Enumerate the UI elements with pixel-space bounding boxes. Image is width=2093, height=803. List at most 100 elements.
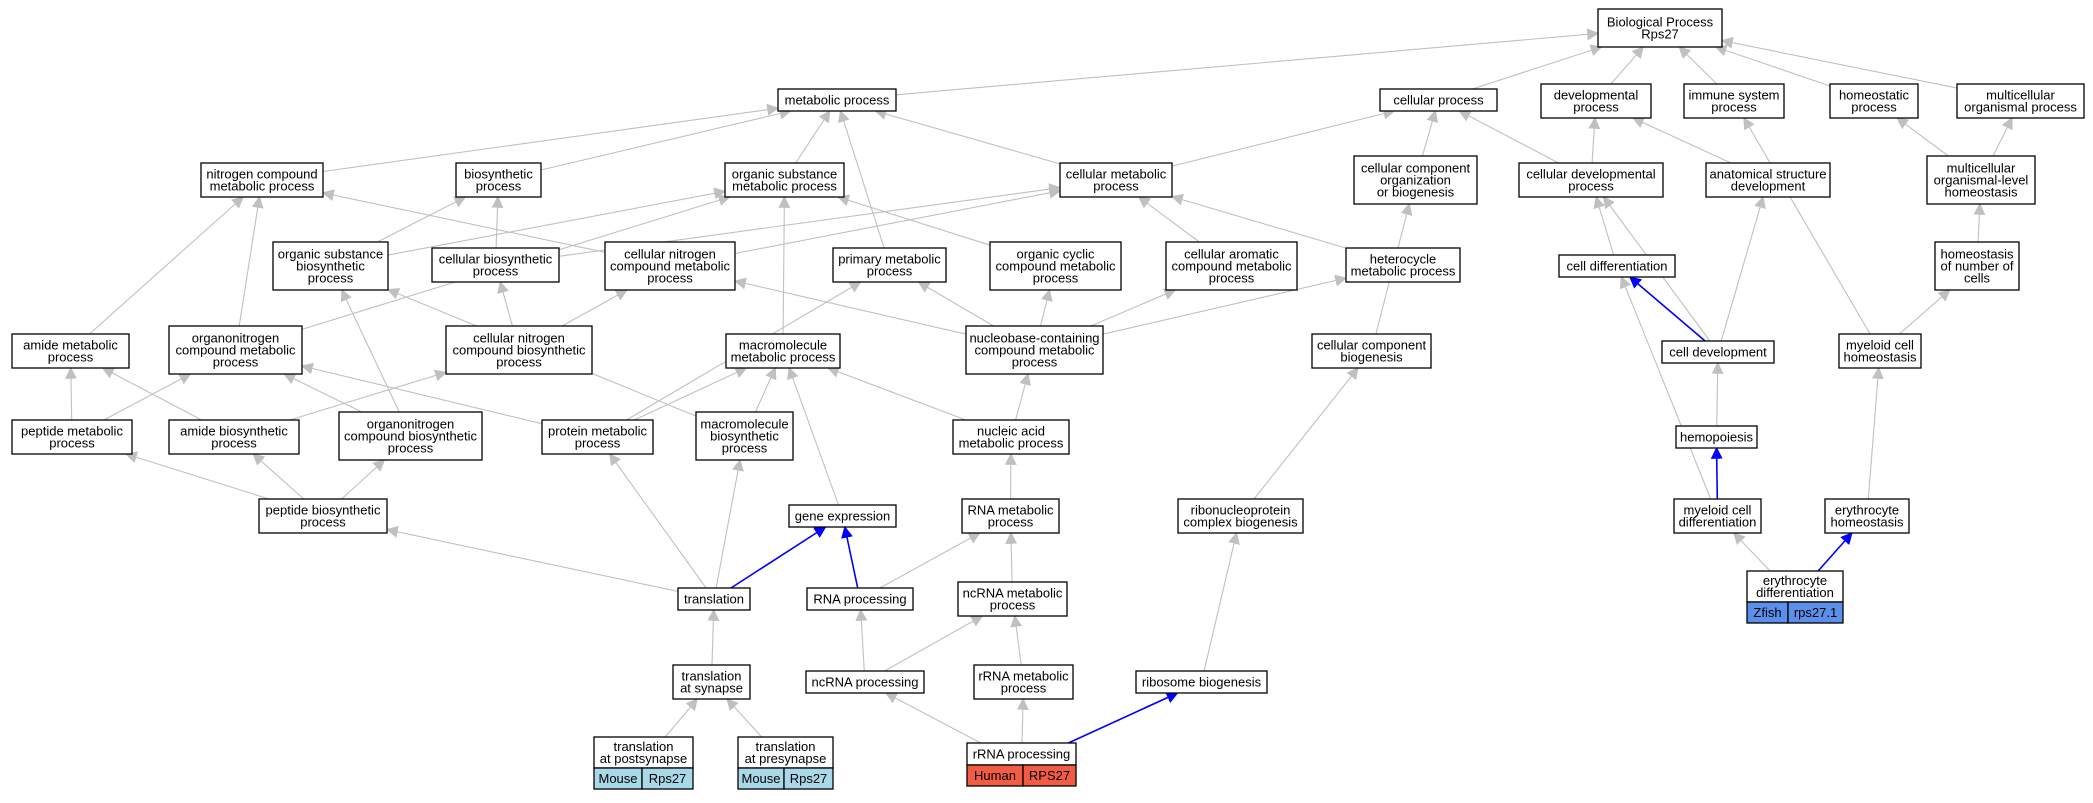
node-box: [200, 162, 324, 198]
node-label-line: or biogenesis: [1377, 185, 1455, 200]
edge-ncrna_metab-to-rna_metab: [1005, 531, 1018, 583]
edge-peptide_metab-to-amide_metab: [64, 366, 77, 421]
node-translation[interactable]: translation: [677, 587, 751, 611]
node-box: [1540, 83, 1652, 119]
node-box: [1345, 247, 1461, 283]
node-label-line: multicellular: [1986, 88, 2055, 103]
edge-multi_homeo-to-multicellular: [1992, 116, 2013, 157]
edge-rna_proc-to-gene_expr: [841, 525, 859, 589]
node-label-line: compound biosynthetic: [453, 343, 586, 358]
edge-ribonucleo-to-cc_biogen: [1253, 367, 1359, 500]
edge-peptide_bio-to-amide_bio: [252, 453, 305, 500]
node-label-line: RNA metabolic: [968, 503, 1054, 518]
node-label-line: differentiation: [1756, 585, 1834, 600]
node-label-line: process: [988, 515, 1034, 530]
edge-translation-to-gene_expr: [730, 526, 827, 589]
node-label-line: organismal process: [1964, 100, 2077, 115]
node-metabolic[interactable]: metabolic process: [777, 88, 897, 112]
node-box: [1838, 333, 1922, 369]
node-cellular[interactable]: cellular process: [1379, 88, 1498, 112]
node-label-line: homeostasis: [1941, 247, 2014, 262]
node-label-line: peptide metabolic: [21, 424, 123, 439]
node-label-line: process: [1012, 355, 1058, 370]
edge-nucleobase-to-cell_arom: [1090, 288, 1177, 327]
edge-nitrogen-to-metabolic: [322, 103, 780, 173]
node-ncrna-proc[interactable]: ncRNA processing: [805, 670, 925, 694]
node-label-line: biogenesis: [1340, 350, 1403, 365]
node-hemopoiesis[interactable]: hemopoiesis: [1675, 425, 1758, 449]
node-box: [725, 333, 841, 369]
node-label-line: process: [1209, 271, 1255, 286]
edge-cell_metab-to-cellular: [1171, 107, 1396, 167]
node-cell-dev[interactable]: cell development: [1661, 340, 1775, 364]
node-label-line: compound metabolic: [975, 343, 1095, 358]
edge-cell_bio-to-biosynthetic: [491, 195, 504, 249]
node-label-line: ribonucleoprotein: [1191, 503, 1291, 518]
node-box: [672, 664, 751, 700]
node-label-line: cellular nitrogen: [624, 247, 716, 262]
node-box: [455, 162, 542, 198]
node-box: [258, 498, 388, 534]
edge-amide_bio-to-cell_nit_bio: [289, 369, 448, 421]
node-label-line: cellular metabolic: [1066, 167, 1167, 182]
node-cell-diff[interactable]: cell differentiation: [1558, 254, 1676, 278]
node-rna-proc[interactable]: RNA processing: [806, 587, 914, 611]
node-box: [677, 587, 751, 611]
node-box: [1934, 241, 2020, 291]
node-box: [806, 587, 914, 611]
node-box: [952, 419, 1070, 455]
node-gene-expr[interactable]: gene expression: [788, 504, 897, 528]
node-ribo-biogen[interactable]: ribosome biogenesis: [1135, 670, 1268, 694]
node-box: [973, 664, 1074, 700]
gene-label: rps27.1: [1794, 605, 1837, 620]
edge-rrna_proc-to-rrna_metab: [1016, 697, 1029, 744]
